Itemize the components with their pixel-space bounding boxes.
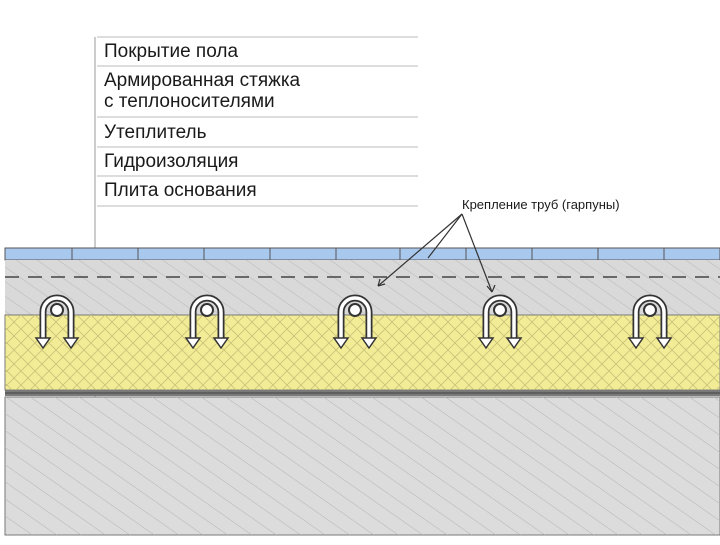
heating-pipe-with-clip <box>332 294 378 350</box>
legend-table <box>97 36 418 207</box>
legend-screed-line1: Армированная стяжка <box>104 70 301 91</box>
pipes-group <box>34 294 673 350</box>
legend-screed-line2: с теплоносителями <box>104 91 275 112</box>
heating-pipe-with-clip <box>184 294 230 350</box>
legend-waterproofing: Гидроизоляция <box>104 151 239 172</box>
legend-floor-covering: Покрытие пола <box>104 41 239 62</box>
heating-pipe-with-clip <box>627 294 673 350</box>
base-slab-layer <box>4 396 720 536</box>
heating-pipe-with-clip <box>34 294 80 350</box>
callout-leaders <box>377 213 496 293</box>
screed-layer <box>5 260 720 315</box>
insulation-layer <box>4 314 720 391</box>
legend-insulation: Утеплитель <box>104 122 207 143</box>
pipe-clip-callout: Крепление труб (гарпуны) <box>462 197 620 212</box>
floor-covering-layer <box>4 247 720 261</box>
heating-pipe-with-clip <box>477 294 523 350</box>
waterproofing-layer <box>5 390 720 396</box>
legend-base-slab: Плита основания <box>104 180 257 201</box>
